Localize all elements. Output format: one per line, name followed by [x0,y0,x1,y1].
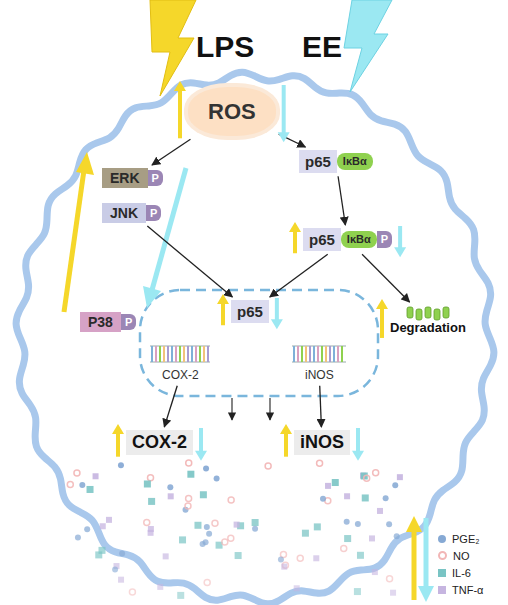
increase-arrow [174,81,186,138]
increase-arrow [376,299,388,338]
node-text: COX-2 [126,430,193,455]
node-text: P [377,231,392,248]
pathway-arrow [147,226,232,297]
legend-row: IL-6 [438,564,483,581]
decrease-arrow [195,428,207,461]
nuclear-p65: p65 [231,300,269,323]
node-text: COX-2 [162,369,199,383]
legend-row: NO [438,547,483,564]
pathway-arrow [320,386,322,427]
gene-label: COX-2 [162,369,199,383]
jnk-kinase: JNKP [102,203,161,223]
legend-text: TNF-α [452,584,483,596]
decrease-arrow [271,298,283,329]
decrease-arrow [352,428,364,461]
node-text: p65 [299,150,337,173]
node-text: P [121,314,136,331]
ee-bolt [344,0,392,92]
decrease-arrow [394,226,406,257]
node-text: ERK [102,168,148,188]
node-text: P [146,205,161,222]
node-text: P [148,170,163,187]
node-text: P38 [80,312,121,332]
degradation: Degradation [390,305,466,336]
node-text: JNK [102,203,146,223]
pathway-arrow [362,254,409,302]
node-text: p65 [231,300,269,323]
increase-arrow [217,294,229,325]
increase-arrow [280,424,292,457]
protein-box: COX-2 [126,430,193,455]
cell-membrane [16,72,494,604]
increase-arrow [112,424,124,457]
dna-strands [150,346,346,362]
legend-swatch [438,569,446,577]
node-text: Degradation [390,321,466,336]
export-arrows [232,398,270,420]
legend-row: PGE₂ [438,530,483,547]
legend-text: PGE₂ [452,533,480,545]
gene-label: iNOS [305,369,334,383]
p38-kinase: P38P [80,312,136,332]
nucleus-envelope [140,290,378,396]
legend-row: TNF-α [438,581,483,598]
node-text: ROS [208,99,256,124]
legend-text: IL-6 [452,567,471,579]
node-text: iNOS [294,430,350,455]
mapk-arrows [64,152,186,312]
lps-bolt [150,0,196,96]
stimulus-label: LPS [196,30,254,64]
legend-swatch [438,535,446,543]
nfkb-complex: p65IκBα [299,150,373,173]
node-text: IκBα [337,153,373,170]
node-text: iNOS [305,369,334,383]
pathway-arrow [338,176,345,225]
pathway-arrow [152,139,190,165]
legend-swatch [438,586,446,594]
increase-arrow [289,222,301,253]
degraded-segments [405,305,451,321]
legend-text: NO [453,550,470,562]
ros-cloud: ROS [188,87,276,136]
legend-arrows [406,516,434,602]
node-text: IκBα [341,231,377,248]
legend: PGE₂ NO IL-6TNF-α [438,530,483,598]
decrease-arrow [278,85,290,142]
protein-box: iNOS [294,430,350,455]
pathway-arrow [164,386,177,427]
secreted-mediators [67,460,403,599]
phospho-complex: p65IκBαP [303,228,392,251]
erk-kinase: ERKP [102,168,163,188]
node-text: p65 [303,228,341,251]
legend-swatch [438,551,447,560]
stimulus-label: EE [302,30,342,64]
pathway-arrow [270,254,328,297]
